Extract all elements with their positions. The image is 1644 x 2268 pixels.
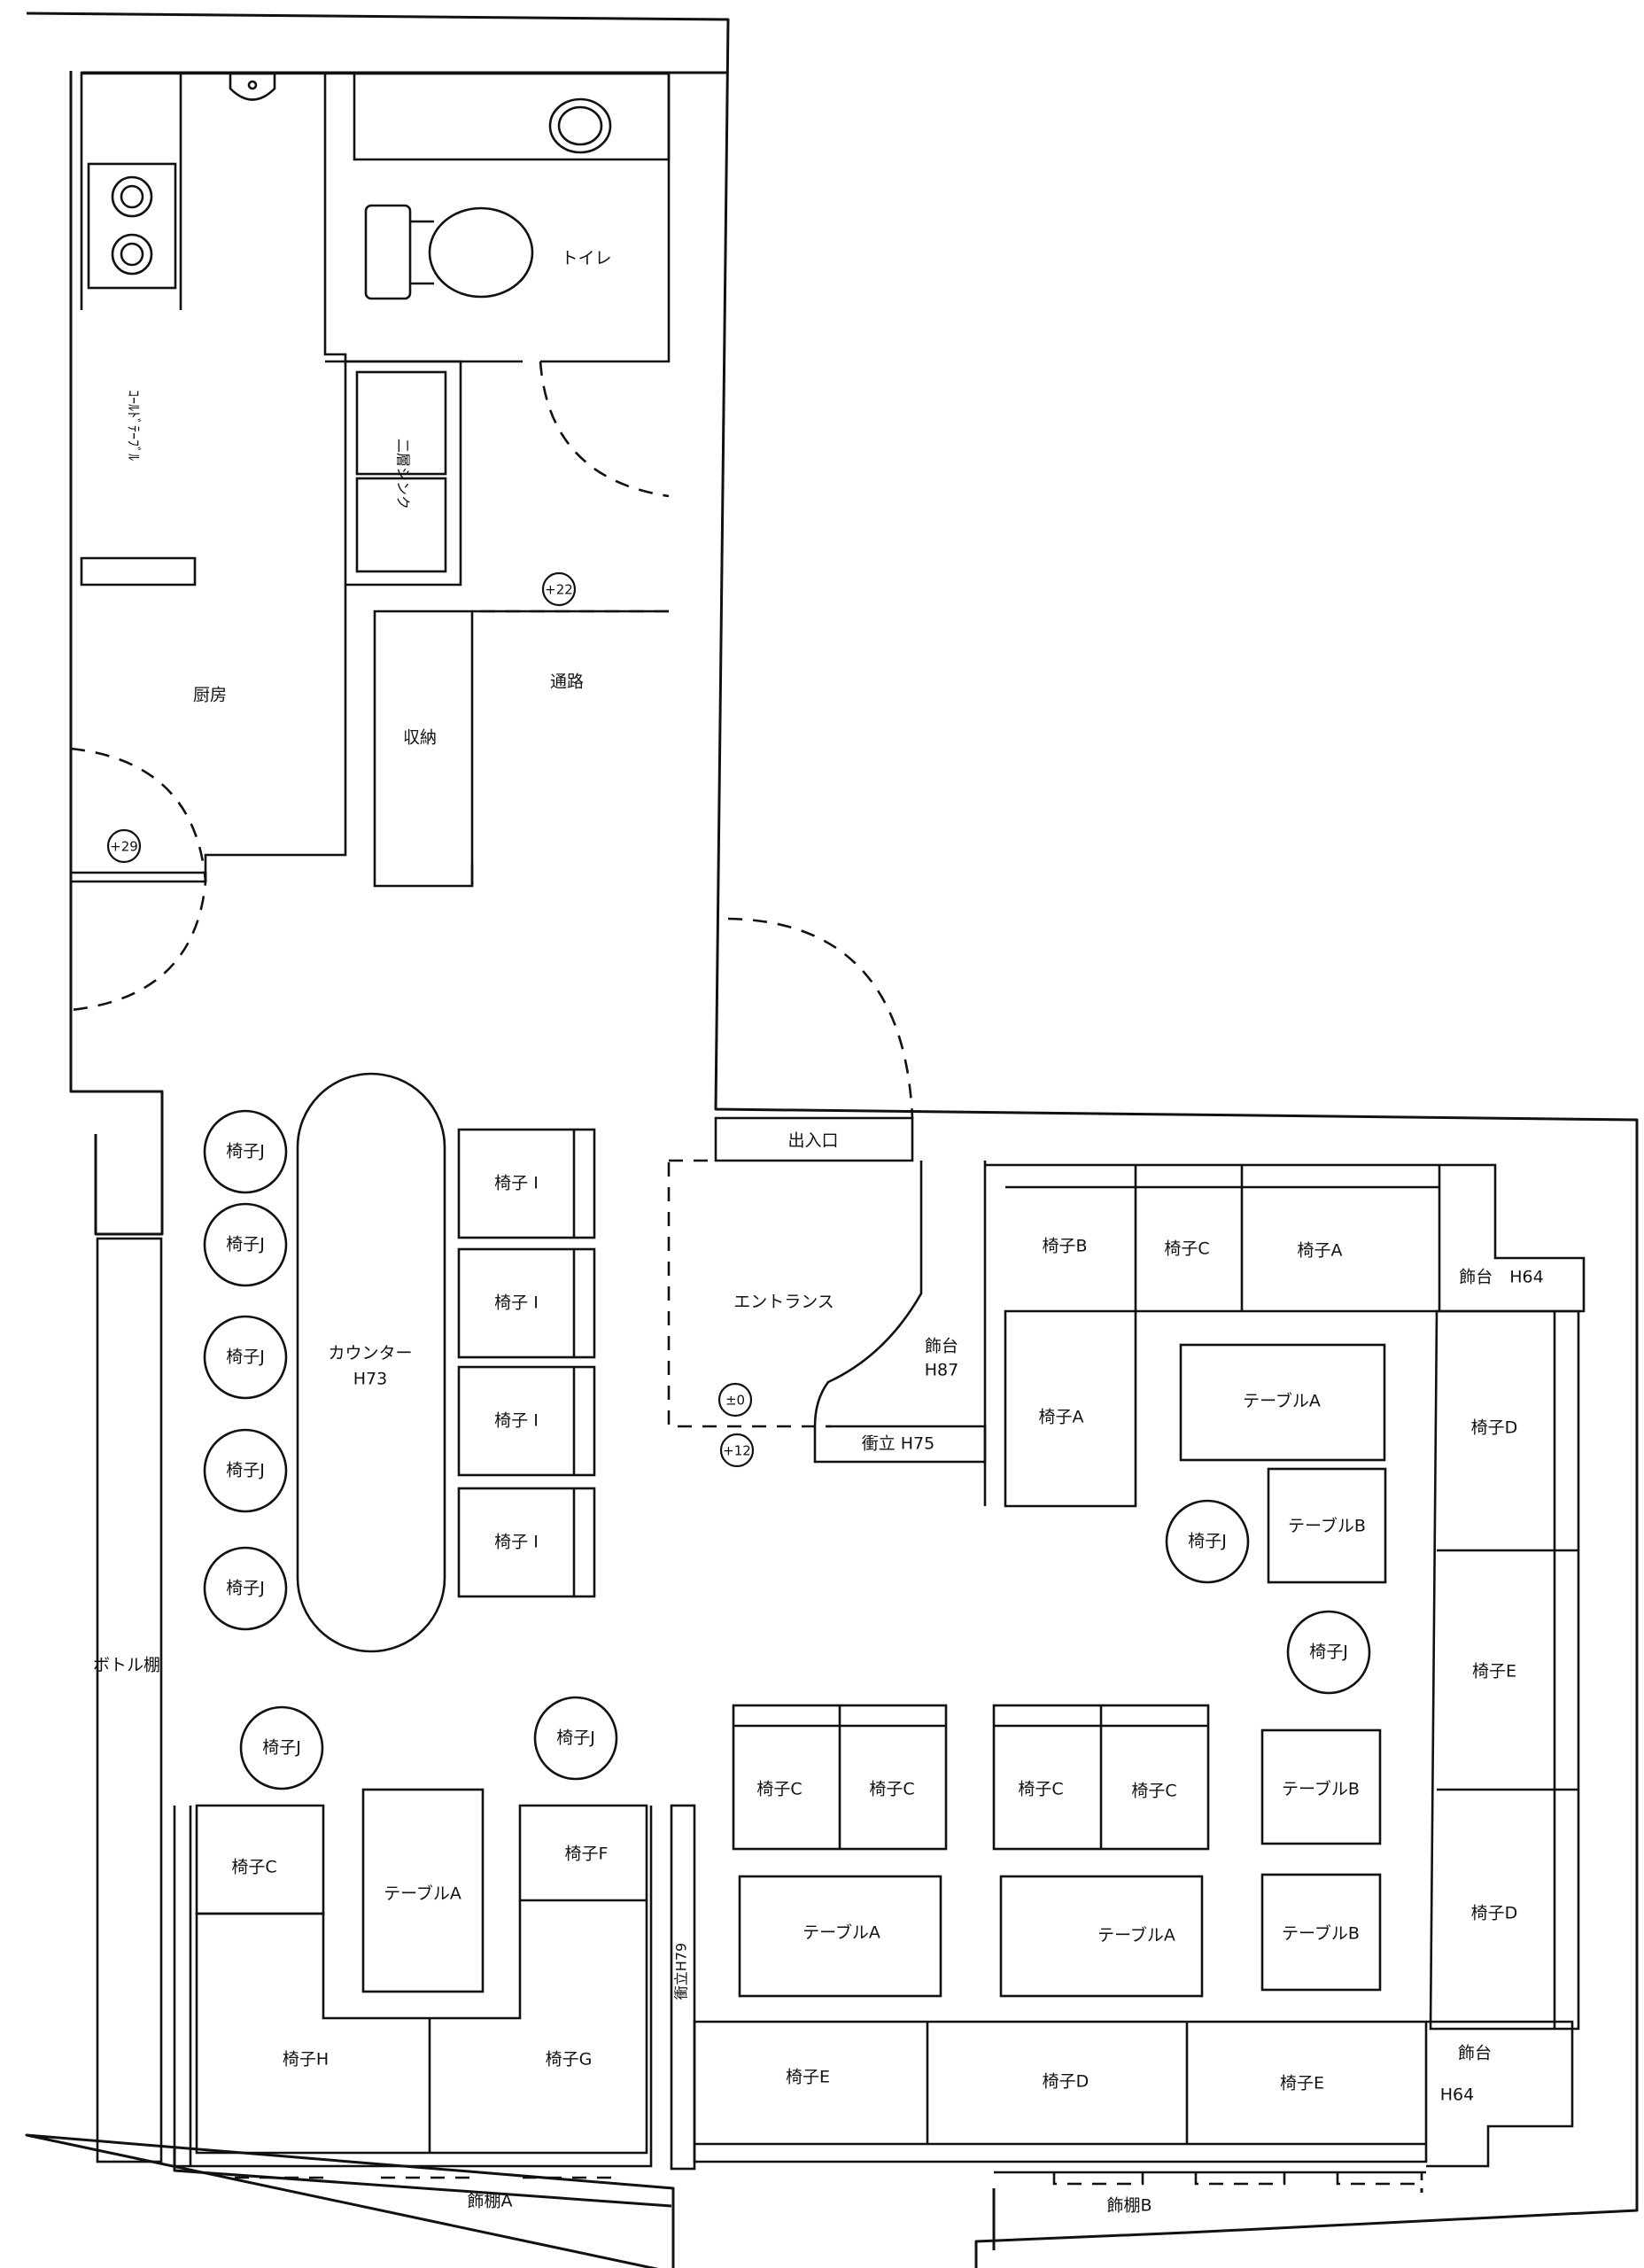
chair-e-right: 椅子E [1472,1662,1516,1682]
label-display-stand-bottom-right: 飾台 [1458,2044,1492,2063]
labels: トイレ 厨房 通路 収納 ｺｰﾙﾄﾞﾃｰﾌﾞﾙ 二層シンク 出入口 エントランス… [93,249,1544,2216]
kitchen-zone [71,71,347,883]
level-markers [106,571,755,1468]
chair-i-1: 椅子 I [494,1174,539,1193]
chairs-i [457,1128,596,1598]
label-display-shelf-a: 飾棚A [468,2192,513,2211]
table-b-center-2: テーブルB [1282,1923,1360,1944]
label-entrance: エントランス [733,1293,834,1312]
label-kitchen: 厨房 [193,686,227,705]
chair-c-center-2: 椅子C [869,1780,914,1799]
label-storage: 収納 [403,728,437,748]
chair-j-4: 椅子J [226,1461,265,1480]
chair-c-left: 椅子C [231,1858,276,1877]
door-swings [70,361,914,1119]
chair-b: 椅子B [1042,1237,1087,1256]
table-a-left: テーブルA [384,1884,461,1904]
label-entrance-door: 出入口 [787,1131,838,1151]
label-display-stand-entrance-height: H87 [925,1361,958,1380]
level-marker-passage [541,571,577,607]
label-display-shelf-b: 飾棚B [1106,2196,1152,2216]
chair-g: 椅子G [546,2050,593,2070]
label-cold-table: ｺｰﾙﾄﾞﾃｰﾌﾞﾙ [126,390,143,461]
bottle-shelf [96,1237,163,2163]
chair-j-5: 椅子J [226,1579,265,1598]
booth-bottom [693,2020,1574,2186]
chair-c-center-1: 椅子C [756,1780,802,1799]
entrance-zone [667,1116,987,1506]
counter-zone [296,1072,446,1653]
label-passage: 通路 [550,672,584,692]
chair-d-right-1: 椅子D [1471,1418,1518,1438]
chair-j-3: 椅子J [226,1348,265,1367]
chair-c-center-4: 椅子C [1131,1782,1176,1801]
chair-e-bottom-1: 椅子E [786,2068,830,2087]
sink-storage [345,360,669,888]
chair-j-2: 椅子J [226,1235,265,1254]
chair-j-1: 椅子J [226,1142,265,1161]
level-floor: +12 [723,1443,751,1459]
chair-a-top: 椅子A [1298,1241,1343,1261]
stools-j [203,1109,1371,1790]
level-marker-kitchen [106,828,142,864]
chair-e-bottom-2: 椅子E [1280,2074,1324,2093]
center-seating [732,1704,1382,1998]
level-passage: +22 [545,582,573,598]
label-bottle-shelf: ボトル棚 [93,1656,160,1675]
label-toilet: トイレ [561,249,611,268]
table-a-top: テーブルA [1243,1391,1321,1411]
table-a-center-2: テーブルA [1097,1925,1175,1946]
label-display-stand-bottom-right-height: H64 [1440,2085,1474,2105]
chair-i-3: 椅子 I [494,1411,539,1431]
chair-j-8: 椅子J [1188,1532,1227,1551]
label-display-stand-entrance: 飾台 [925,1337,958,1356]
chair-j-9: 椅子J [1309,1643,1348,1662]
chair-i-2: 椅子 I [494,1293,539,1313]
chair-c-top: 椅子C [1164,1239,1209,1259]
chair-j-7: 椅子J [556,1728,595,1748]
label-double-sink: 二層シンク [395,439,412,509]
label-partition-left: 衝立H79 [673,1943,690,2000]
chair-c-center-3: 椅子C [1018,1780,1063,1799]
toilet-room [325,72,671,363]
table-a-center-1: テーブルA [803,1922,880,1943]
chair-j-6: 椅子J [262,1738,301,1758]
table-b-top: テーブルB [1288,1516,1366,1536]
level-entrance: ±0 [725,1393,745,1409]
chair-a-side: 椅子A [1039,1408,1084,1427]
booth-top-right [985,1163,1586,1584]
chair-d-right-2: 椅子D [1471,1904,1518,1923]
chair-d-bottom: 椅子D [1043,2072,1090,2092]
level-kitchen: +29 [110,839,138,855]
chair-f: 椅子F [565,1845,609,1864]
chair-i-4: 椅子 I [494,1533,539,1552]
chair-h: 椅子H [283,2050,329,2070]
label-display-stand-top-right: 飾台 H64 [1459,1268,1543,1287]
label-counter-height: H73 [353,1370,387,1389]
level-marker-entrance [717,1382,753,1418]
level-marker-floor [719,1433,755,1468]
label-counter: カウンター [328,1344,412,1363]
booth-right-wall [1429,1309,1580,2031]
booth-left [173,1788,696,2179]
table-b-center-1: テーブルB [1282,1779,1360,1799]
label-partition-entrance: 衝立 H75 [862,1434,935,1454]
